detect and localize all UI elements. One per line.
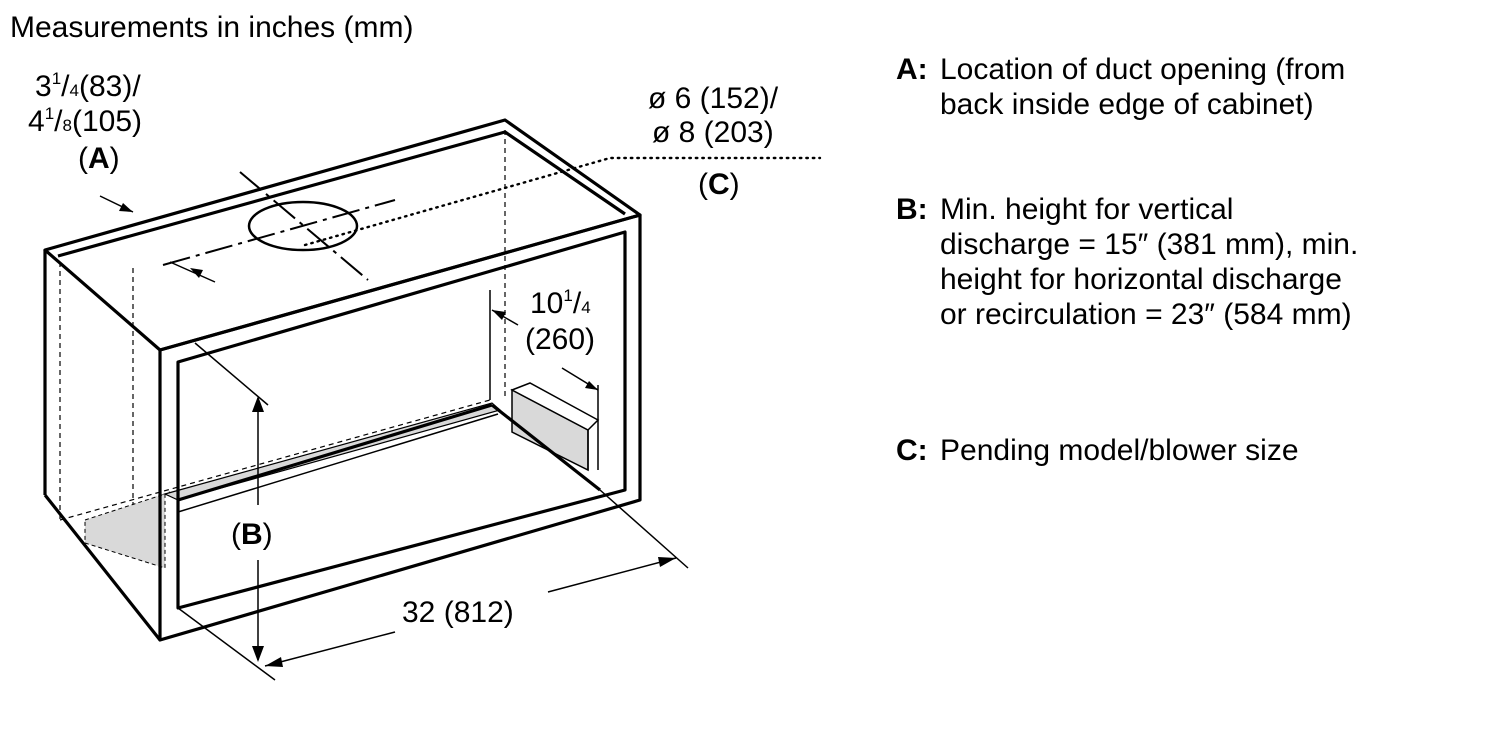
- dimension-b-label: (B): [231, 518, 273, 551]
- dimension-depth-in: 101/4: [530, 286, 591, 320]
- legend-b-text-1: Min. height for vertical: [940, 193, 1234, 226]
- legend-c-text-1: Pending model/blower size: [940, 434, 1299, 467]
- dimension-a-label: (A): [78, 142, 120, 175]
- legend-c-key: C:: [896, 434, 928, 467]
- filter-shading: [84, 382, 600, 569]
- c-leader-line: [303, 156, 822, 247]
- dimension-a-line1: 31/4(83)/: [35, 69, 141, 103]
- legend-a-text-1: Location of duct opening (from: [940, 53, 1346, 86]
- legend-b-text-2: discharge = 15″ (381 mm), min.: [940, 228, 1359, 261]
- legend-b-text-3: height for horizontal discharge: [940, 263, 1342, 296]
- legend-b: B: Min. height for vertical discharge = …: [896, 192, 1456, 332]
- legend-b-key: B:: [896, 193, 928, 226]
- dimension-width-label: 32 (812): [402, 596, 514, 629]
- cabinet-outline: [43, 118, 642, 642]
- dimension-c-label: (C): [698, 168, 740, 201]
- dimension-c-line1: ø 6 (152)/: [648, 82, 779, 115]
- dimension-depth: [489, 290, 599, 470]
- dimension-a: [99, 195, 216, 283]
- legend-a-key: A:: [896, 53, 928, 86]
- dimension-width: [177, 489, 689, 681]
- legend-a-text-2: back inside edge of cabinet): [940, 88, 1314, 121]
- dimension-a-line2: 41/8(105): [28, 104, 142, 138]
- legend-a: A: Location of duct opening (from back i…: [896, 52, 1456, 122]
- dimension-b: [194, 342, 269, 662]
- legend-b-text-4: or recirculation = 23″ (584 mm): [940, 298, 1352, 331]
- duct-opening: [162, 171, 396, 281]
- diagram-title: Measurements in inches (mm): [10, 11, 413, 44]
- dimension-depth-mm: (260): [525, 323, 595, 356]
- dimension-c-line2: ø 8 (203): [652, 116, 774, 149]
- legend-c: C: Pending model/blower size: [896, 433, 1456, 468]
